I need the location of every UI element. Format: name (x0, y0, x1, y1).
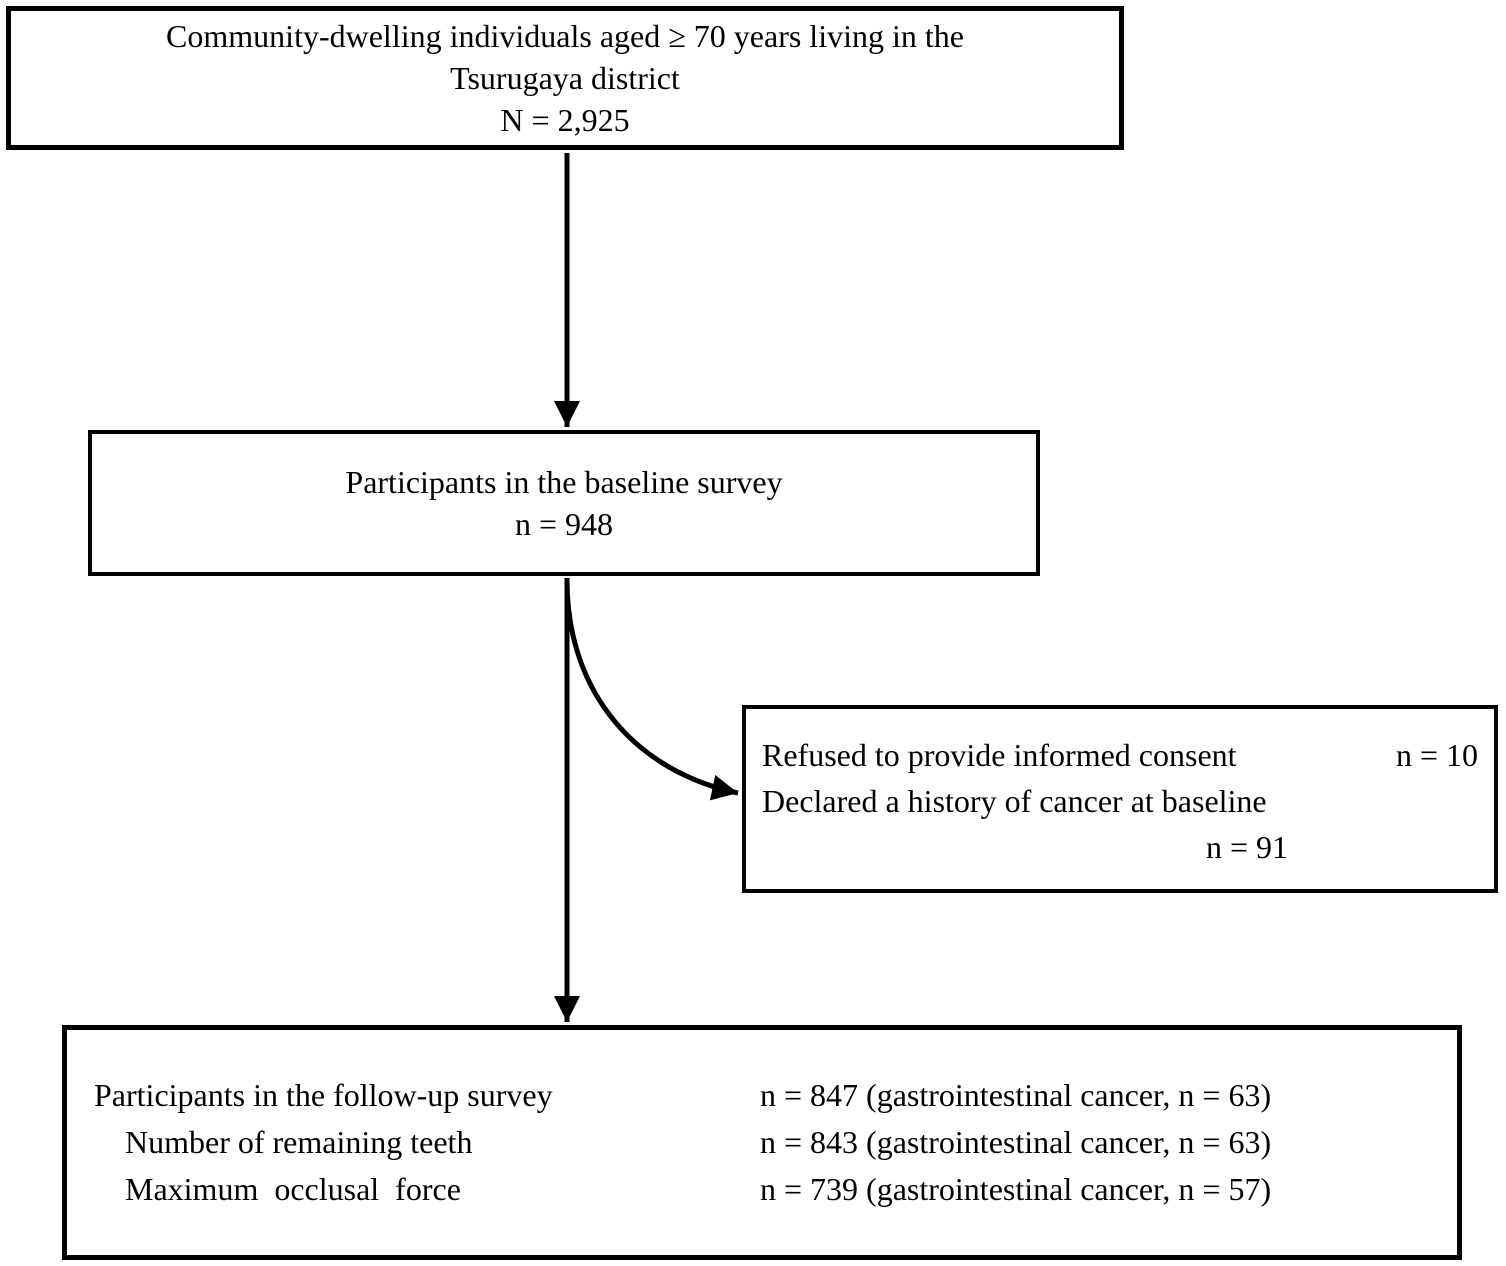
baseline-count: n = 948 (514, 506, 614, 542)
population-line2: Tsurugaya district (450, 60, 680, 96)
box-population: Community-dwelling individuals aged ≥ 70… (6, 6, 1124, 150)
baseline-line1: Participants in the baseline survey (345, 464, 783, 500)
population-count: N = 2,925 (500, 102, 630, 138)
followup-row-occlusal-force-label: Maximum occlusal force (125, 1171, 461, 1207)
arrow-baseline-to-excluded-icon (564, 579, 739, 801)
followup-row-teeth: Number of remaining teeth n = 843 (gastr… (67, 1119, 1457, 1166)
box-baseline-survey: Participants in the baseline survey n = … (88, 430, 1040, 576)
followup-row-teeth-label: Number of remaining teeth (125, 1124, 473, 1160)
followup-row-teeth-value: n = 843 (gastrointestinal cancer, n = 63… (760, 1124, 1272, 1160)
excluded-reason1-label: Refused to provide informed consent (762, 737, 1237, 773)
excluded-reason2-count: n = 91 (1206, 829, 1289, 865)
excluded-reason1-count: n = 10 (1395, 737, 1478, 773)
followup-row-occlusal-force-value: n = 739 (gastrointestinal cancer, n = 57… (760, 1171, 1272, 1207)
box-excluded: Refused to provide informed consent n = … (742, 705, 1498, 893)
population-line1: Community-dwelling individuals aged ≥ 70… (166, 18, 964, 54)
excluded-reason1: Refused to provide informed consent n = … (762, 732, 1478, 778)
followup-row-participants-label: Participants in the follow-up survey (94, 1077, 553, 1113)
followup-row-participants: Participants in the follow-up survey n =… (67, 1072, 1457, 1119)
followup-row-participants-value: n = 847 (gastrointestinal cancer, n = 63… (760, 1077, 1272, 1113)
box-followup-survey: Participants in the follow-up survey n =… (62, 1025, 1462, 1260)
excluded-reason2-label: Declared a history of cancer at baseline (762, 783, 1267, 819)
followup-row-occlusal-force: Maximum occlusal force n = 739 (gastroin… (67, 1166, 1457, 1213)
